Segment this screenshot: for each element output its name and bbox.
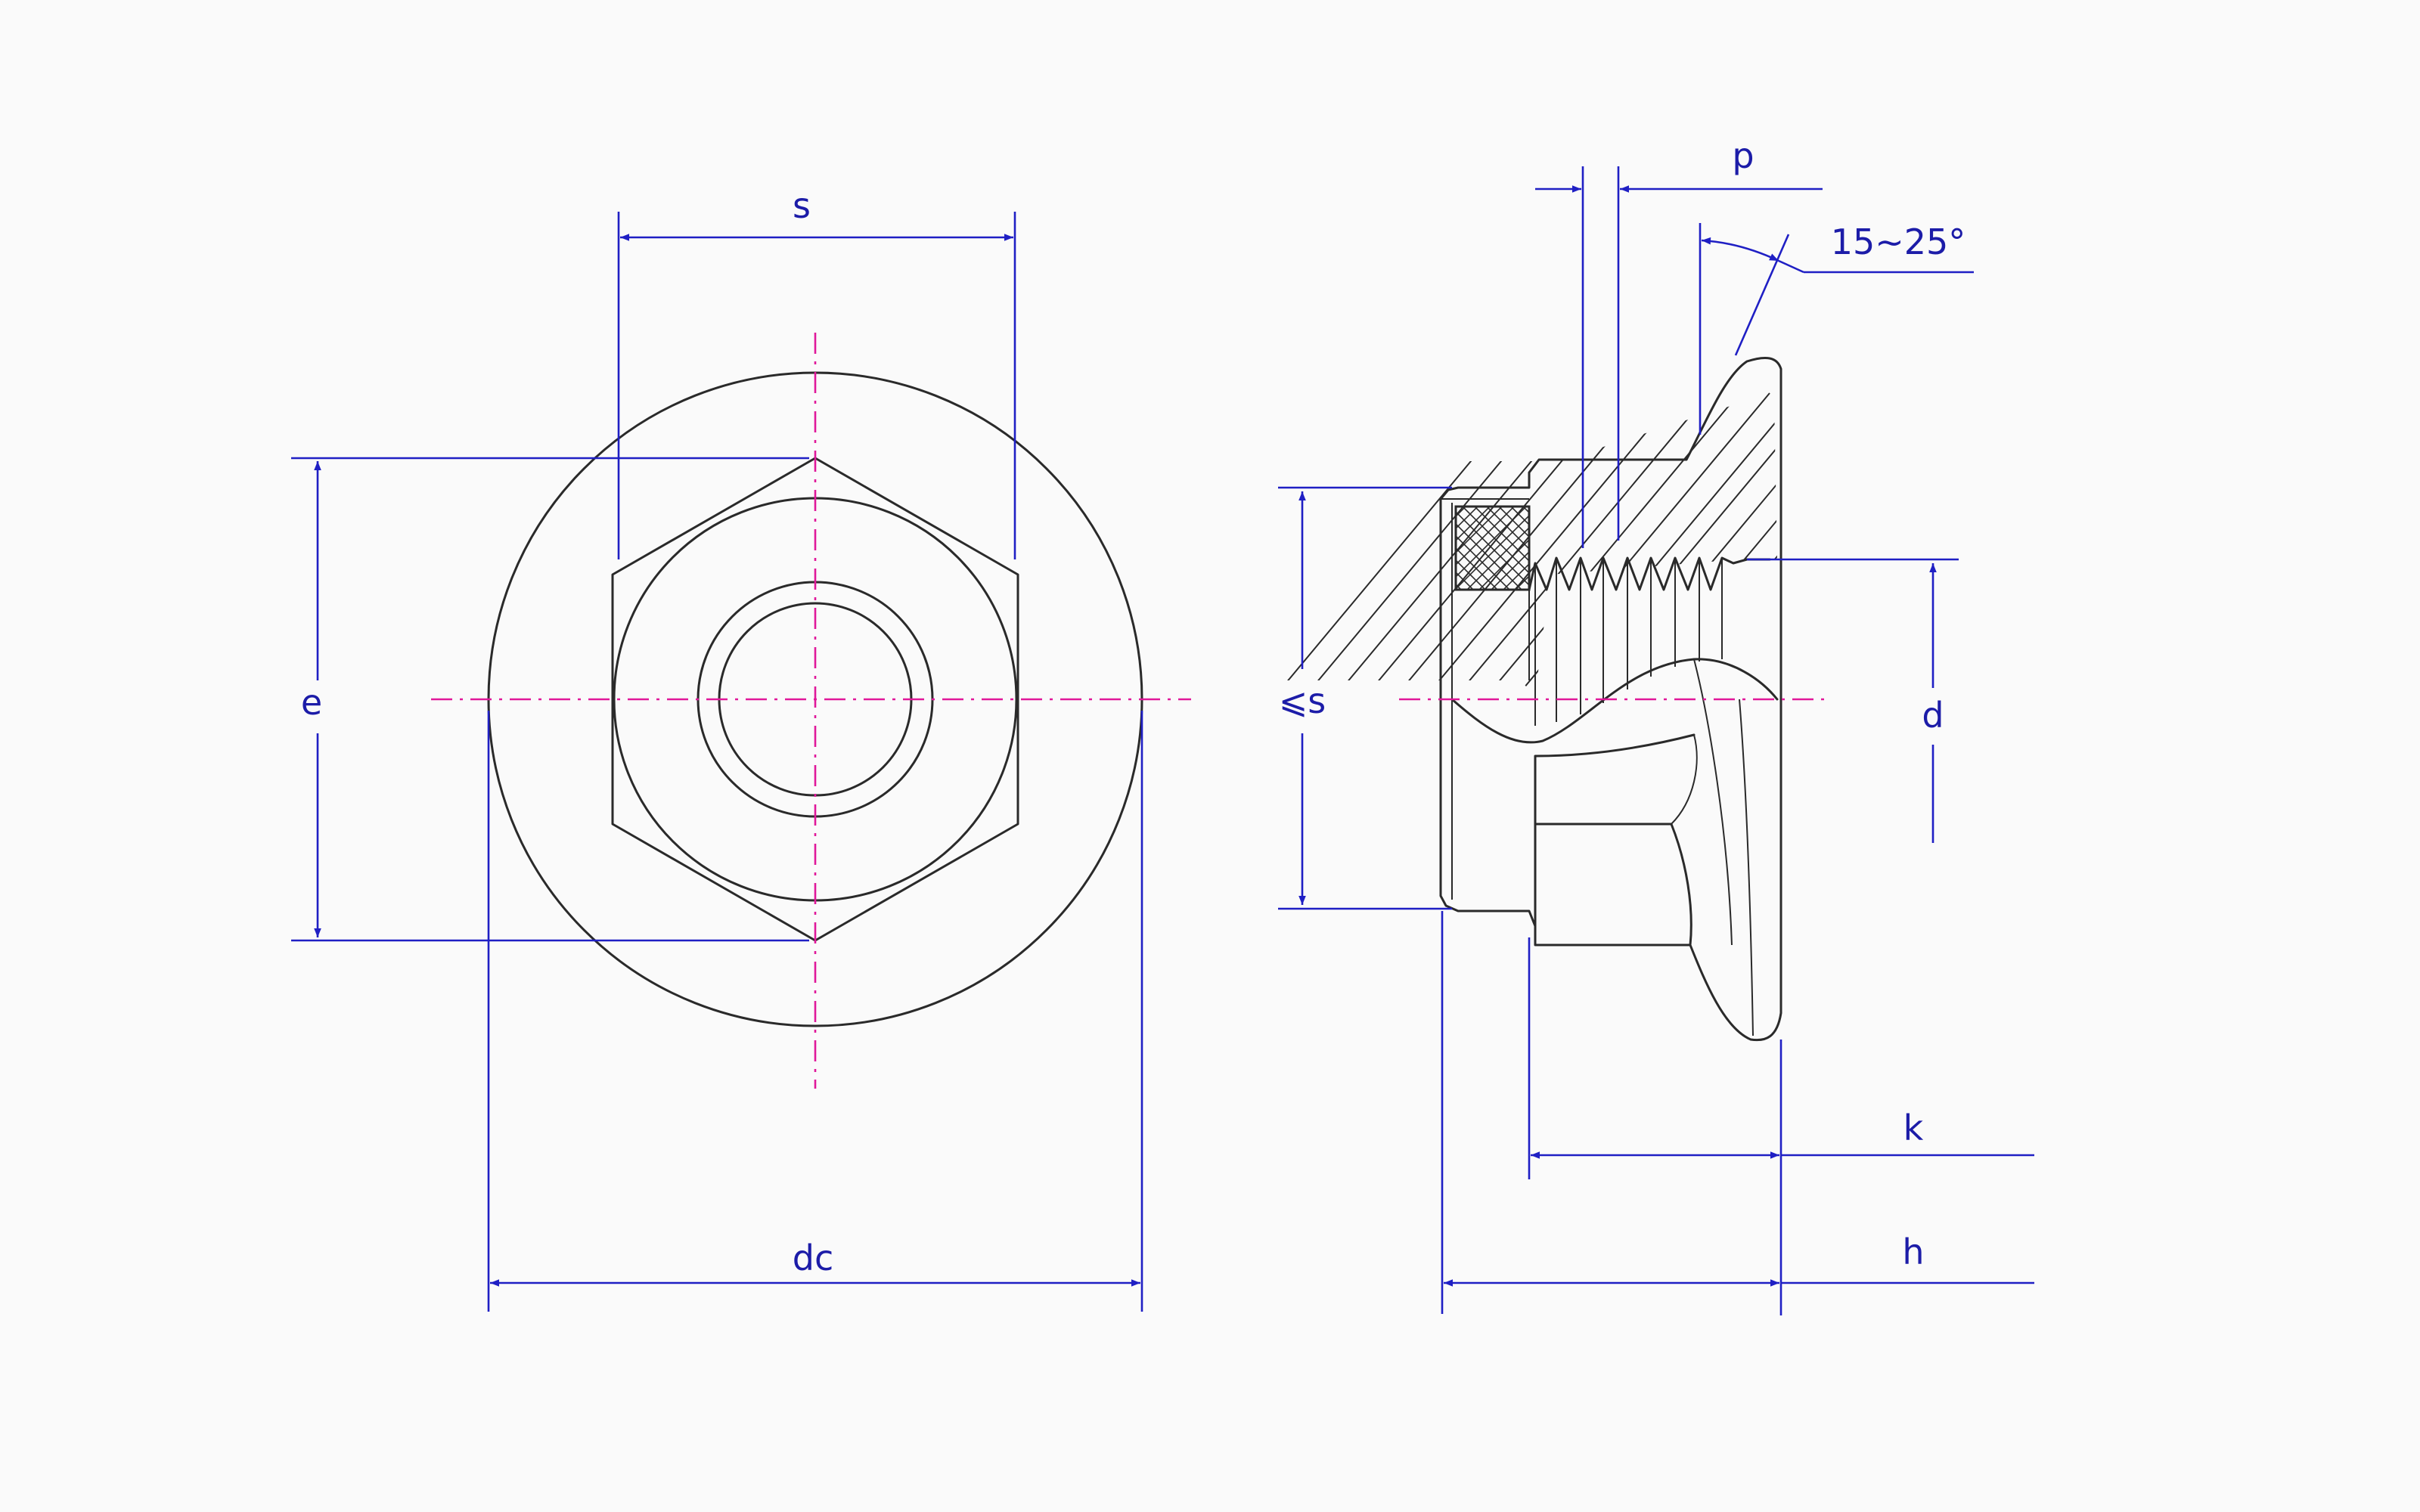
label-d: d	[1922, 695, 1944, 736]
label-s-side: ⩽s	[1279, 680, 1326, 721]
flange-inner-curve	[1693, 658, 1733, 946]
dimension-s-side: ⩽s	[1278, 486, 1452, 910]
dimension-dc: dc	[487, 711, 1143, 1312]
dimension-e: e	[291, 457, 809, 942]
label-p: p	[1732, 135, 1754, 176]
hex-lower-curve	[1671, 734, 1698, 825]
label-k: k	[1903, 1108, 1924, 1148]
dimension-k: k	[1528, 937, 2034, 1315]
section-boundary-curve	[1450, 658, 1779, 744]
thread-lines	[1534, 558, 1723, 726]
label-angle: 15~25°	[1831, 222, 1966, 262]
section-hatching	[1224, 392, 1777, 696]
label-dc: dc	[793, 1238, 834, 1278]
dimension-d: d	[1747, 558, 1959, 843]
flange-face-curve	[1739, 699, 1754, 1036]
label-h: h	[1902, 1232, 1924, 1272]
dimension-angle: 15~25°	[1699, 222, 1974, 435]
label-e: e	[301, 682, 322, 723]
dimension-p: p	[1535, 135, 1823, 548]
dimension-h: h	[1441, 911, 2034, 1314]
hex-side-face	[1534, 733, 1696, 947]
label-s-top: s	[793, 185, 811, 226]
dimension-s-top: s	[617, 185, 1016, 559]
nylon-insert	[1454, 505, 1531, 591]
thread-profile	[1528, 556, 1771, 591]
nut-body-outline	[1439, 356, 1782, 1042]
